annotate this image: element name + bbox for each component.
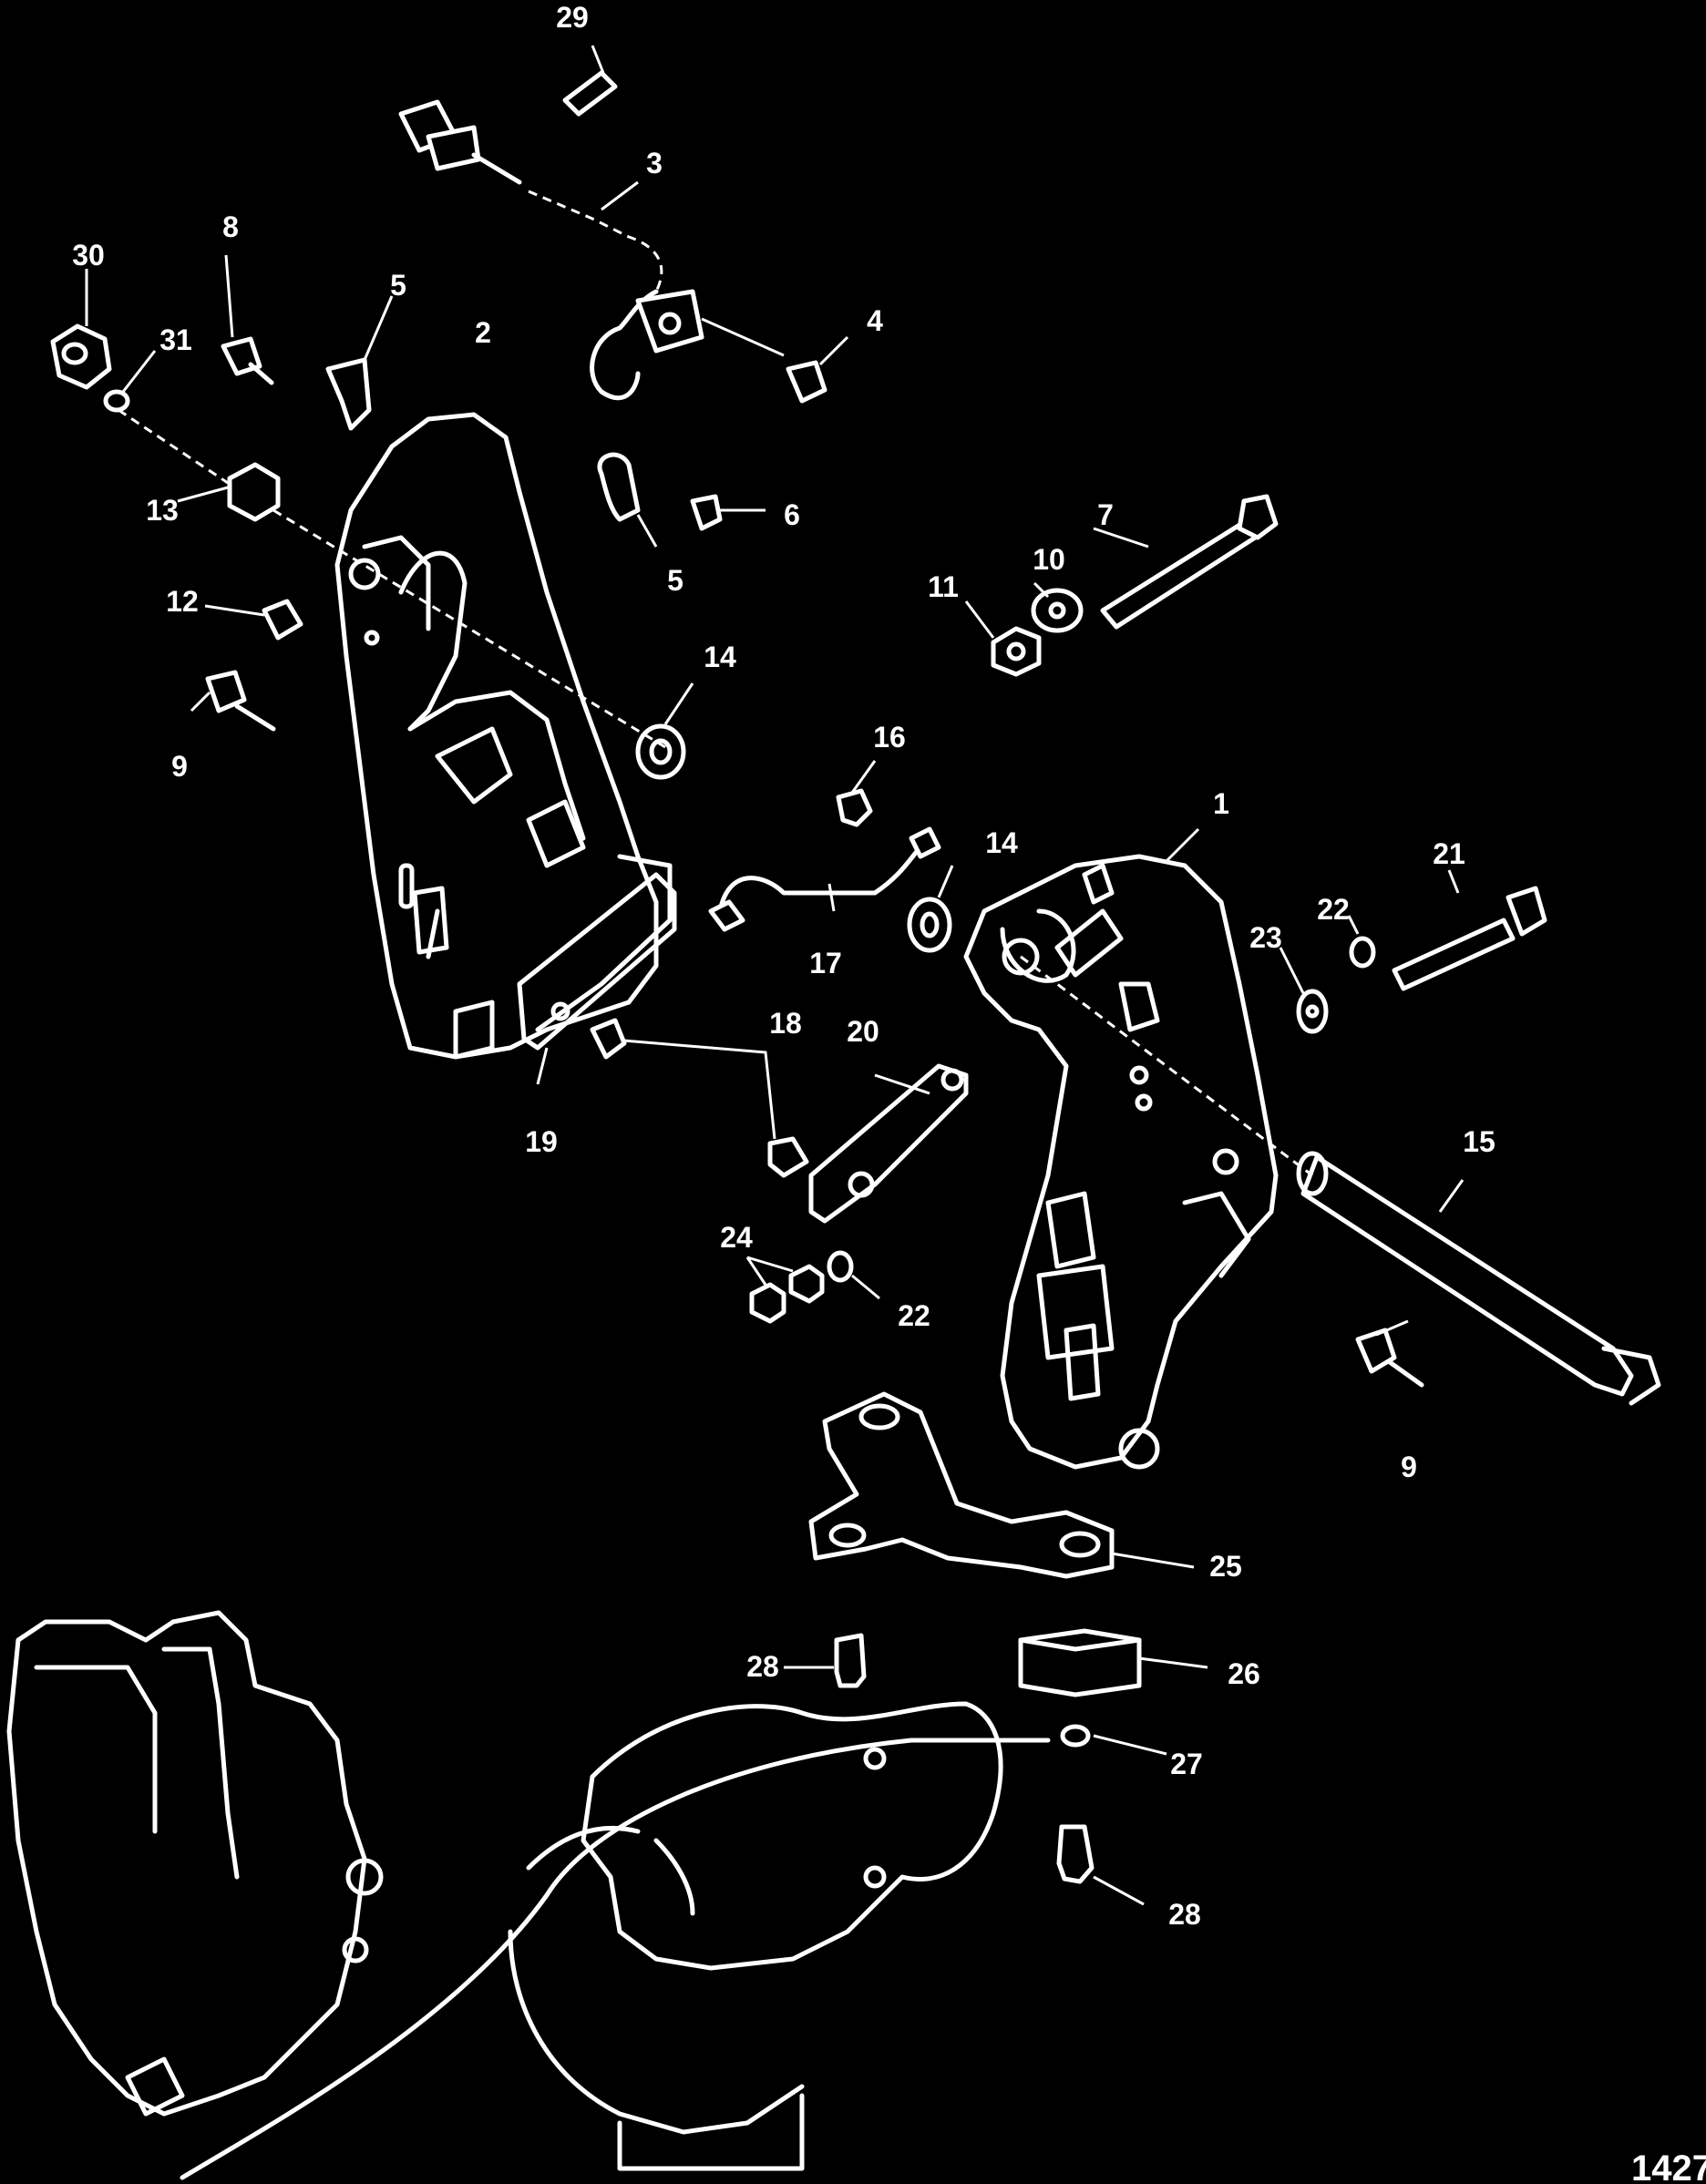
callout-9-lower: 9 [1401, 1451, 1417, 1483]
screw-part-6 [690, 494, 723, 531]
callout-28-upper: 28 [746, 1650, 779, 1683]
nut-part-11 [991, 626, 1042, 677]
nuts-part-24 [749, 1264, 825, 1324]
ground-lead-part-17 [708, 826, 941, 932]
callout-9-upper: 9 [171, 750, 188, 783]
callout-5-lower: 5 [667, 564, 683, 597]
callout-10: 10 [1033, 543, 1065, 576]
screw-part-28-lower [1056, 1824, 1095, 1884]
fitting-part-30 [50, 323, 112, 390]
right-bracket-part-1 [963, 854, 1279, 1470]
bolt-part-9-lower [1355, 1328, 1424, 1388]
callout-19: 19 [525, 1125, 558, 1158]
callout-20: 20 [847, 1015, 879, 1048]
washer-part-23 [1296, 989, 1329, 1034]
callout-29: 29 [556, 1, 589, 34]
callout-27: 27 [1170, 1748, 1203, 1780]
callout-26: 26 [1228, 1657, 1260, 1690]
screw-part-8 [221, 336, 274, 385]
callout-17: 17 [809, 947, 842, 979]
callout-16: 16 [873, 721, 906, 754]
callout-25: 25 [1209, 1550, 1242, 1583]
assembly-line-30-13 [118, 408, 229, 485]
callout-14-right: 14 [985, 826, 1018, 859]
clip-part-5-lower [597, 452, 641, 522]
wiring-harness-part-3 [398, 99, 785, 401]
screw-part-4 [786, 360, 827, 404]
washer-part-10 [1031, 588, 1084, 633]
left-bracket-part-2 [334, 412, 673, 1060]
bolt-part-7 [1100, 494, 1279, 630]
callout-21: 21 [1433, 837, 1465, 870]
callout-labels: 1 2 3 4 5 5 6 7 8 9 9 10 11 12 13 14 14 … [72, 1, 1706, 2184]
plate-part-19 [517, 872, 677, 1051]
o-ring-part-31 [103, 389, 130, 413]
mount-bracket-part-25 [808, 1391, 1115, 1579]
reference-number: 1427 [1631, 2148, 1706, 2184]
callout-30: 30 [72, 239, 105, 272]
washer-part-14-right [907, 897, 952, 953]
washer-part-22-lower [827, 1250, 854, 1283]
callout-31: 31 [159, 323, 192, 356]
callout-8: 8 [222, 210, 239, 243]
washer-part-27 [1060, 1724, 1091, 1748]
callout-28-lower: 28 [1168, 1898, 1201, 1931]
callout-2: 2 [475, 316, 491, 349]
callout-22-upper: 22 [1317, 893, 1350, 926]
callout-3: 3 [646, 147, 663, 179]
shaft-part-15 [1296, 1151, 1661, 1406]
callout-11: 11 [928, 570, 959, 603]
callout-23: 23 [1249, 921, 1282, 954]
callout-24: 24 [720, 1221, 753, 1254]
washer-part-22-upper [1349, 936, 1376, 969]
callout-1: 1 [1213, 787, 1229, 820]
screw-part-12 [262, 599, 303, 641]
drive-housing-outline [6, 1610, 1051, 2180]
callout-22-lower: 22 [898, 1299, 930, 1332]
plug-part-29 [562, 70, 618, 117]
screw-part-28-upper [834, 1633, 867, 1688]
callout-15: 15 [1463, 1125, 1495, 1158]
callout-13: 13 [146, 494, 179, 527]
callout-12: 12 [166, 585, 199, 618]
block-part-26 [1018, 1628, 1142, 1697]
clip-part-5-upper [325, 357, 372, 431]
callout-5-upper: 5 [390, 269, 406, 302]
callout-4: 4 [867, 304, 883, 337]
bolt-part-9-upper [205, 670, 276, 732]
washer-part-14-left [635, 723, 686, 780]
callout-7: 7 [1097, 498, 1114, 531]
screw-part-18 [590, 1018, 809, 1178]
fitting-part-13 [227, 462, 281, 522]
callout-18: 18 [769, 1007, 802, 1040]
callout-14-left: 14 [704, 641, 736, 673]
bolt-part-21 [1392, 886, 1547, 991]
leader-lines [85, 45, 1464, 1906]
screw-part-16 [836, 788, 873, 827]
callout-6: 6 [784, 498, 800, 531]
plate-part-20 [808, 1063, 969, 1224]
